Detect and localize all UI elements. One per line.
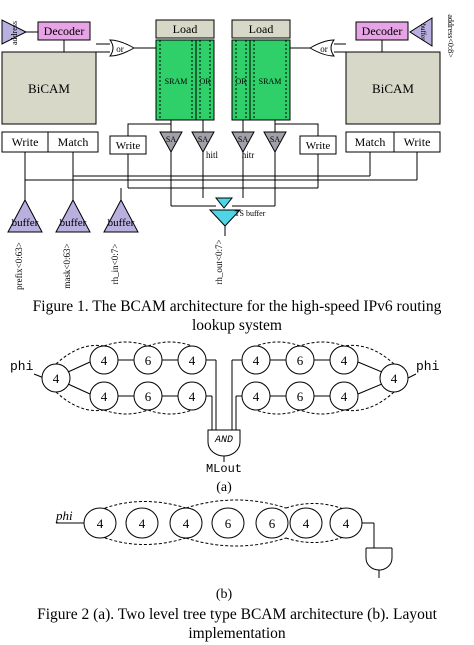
node-phi-left-label: 4: [53, 371, 60, 386]
rh-in-label: rh_in<0:7>: [110, 244, 120, 285]
node-bl-3: 4: [189, 389, 196, 404]
buffer-prefix: buffer: [7, 198, 43, 233]
match-left-label: Match: [58, 135, 89, 149]
sram-right-block: OR SRAM: [231, 39, 291, 121]
node-b-7: 4: [343, 516, 350, 531]
node-tl-2: 6: [145, 353, 152, 368]
ts-buffer-label: TS buffer: [235, 209, 266, 218]
node-b-6: 4: [303, 516, 310, 531]
node-b-4: 6: [225, 516, 232, 531]
decoder-right-label: Decoder: [362, 24, 403, 38]
node-tl-3: 4: [189, 353, 196, 368]
bicam-right: [345, 51, 441, 125]
phi-left-label: phi: [10, 359, 34, 374]
buffer-prefix-label: buffer: [12, 217, 39, 229]
sram-left-label: SRAM: [165, 77, 188, 86]
figure2-caption: Figure 2 (a). Two level tree type BCAM a…: [0, 605, 474, 643]
and-label: AND: [214, 435, 233, 446]
node-b-5: 6: [269, 516, 276, 531]
bicam-left: [1, 51, 97, 125]
rh-out-label: rh_out<0:7>: [214, 239, 224, 284]
address-left-label: address: [10, 21, 19, 45]
write-mid-right-label: Write: [306, 140, 331, 152]
address-buffer-left: address: [1, 19, 28, 45]
or-right-label: or: [320, 44, 328, 54]
figure2-caption-line2: implementation: [188, 625, 286, 642]
buffer-rh-in-label: buffer: [108, 217, 135, 229]
label-b: (b): [216, 587, 233, 602]
label-a: (a): [216, 480, 232, 495]
sram-right-label: SRAM: [259, 77, 282, 86]
hitr-label: hitr: [242, 150, 255, 160]
figure2a-diagram: phi 4 4 6 4 4 6 4 4 6 4: [10, 341, 440, 495]
write-left-label: Write: [12, 135, 39, 149]
node-b-2: 4: [139, 516, 146, 531]
and-gate: [207, 429, 241, 457]
node-bl-2: 6: [145, 389, 152, 404]
node-phi-right-label: 4: [391, 371, 398, 386]
mlout-label: MLout: [206, 462, 242, 476]
bicam-left-label: BiCAM: [28, 81, 70, 96]
or-left-label: or: [116, 44, 124, 54]
node-br-3: 4: [341, 389, 348, 404]
hitl-label: hitl: [206, 150, 219, 160]
node-br-1: 4: [253, 389, 260, 404]
gate-b: [362, 522, 393, 578]
sa-label-2: SA: [198, 135, 208, 144]
buffer-mask-label: buffer: [60, 217, 87, 229]
write-mid-left-label: Write: [116, 140, 141, 152]
sense-amps: [159, 131, 287, 154]
phi-b-label: phi: [55, 508, 73, 523]
load-right-label: Load: [249, 22, 274, 36]
load-right: [231, 19, 291, 39]
row-b-nodes: [83, 507, 363, 539]
buffer-right-label: buffer: [419, 24, 427, 42]
figure1-diagram: address Decoder Decoder buffer address<0…: [1, 14, 455, 290]
mask-label: mask<0:63>: [62, 243, 72, 288]
ts-buffer: TS buffer: [208, 197, 266, 227]
figure1-caption-line2: lookup system: [192, 317, 282, 334]
match-right-label: Match: [355, 135, 386, 149]
prefix-label: prefix<0:63>: [14, 242, 24, 290]
figure2-caption-line1: Figure 2 (a). Two level tree type BCAM a…: [37, 606, 437, 623]
load-left-label: Load: [173, 22, 198, 36]
node-tr-2: 6: [297, 353, 304, 368]
address-buffer-right: buffer: [409, 17, 433, 47]
sa-label-4: SA: [270, 135, 280, 144]
sram-left-block: SRAM OR: [155, 39, 215, 121]
sa-label-1: SA: [166, 135, 176, 144]
address-right-label: address<0:8>: [446, 14, 455, 58]
or-col-left-label: OR: [199, 77, 211, 86]
load-left: [155, 19, 215, 39]
node-b-1: 4: [97, 516, 104, 531]
bicam-right-label: BiCAM: [372, 81, 414, 96]
write-right-label: Write: [404, 135, 431, 149]
node-bl-1: 4: [101, 389, 108, 404]
figure2b-diagram: phi 4 4 4 6 6 4 4 (b): [55, 499, 393, 602]
node-b-3: 4: [183, 516, 190, 531]
buffer-mask: buffer: [55, 198, 91, 233]
or-col-right-label: OR: [235, 77, 247, 86]
figure1-caption: Figure 1. The BCAM architecture for the …: [0, 297, 474, 335]
node-tl-1: 4: [101, 353, 108, 368]
node-tr-3: 4: [341, 353, 348, 368]
figure1-caption-line1: Figure 1. The BCAM architecture for the …: [32, 298, 442, 315]
or-gate-right: or: [308, 39, 335, 57]
or-gate-left: or: [109, 39, 136, 57]
decoder-left-label: Decoder: [44, 24, 85, 38]
node-br-2: 6: [297, 389, 304, 404]
phi-right-label: phi: [416, 359, 440, 374]
buffer-rh-in: buffer: [103, 198, 139, 233]
node-tr-1: 4: [253, 353, 260, 368]
sa-label-3: SA: [238, 135, 248, 144]
row-bottom-right: [241, 381, 359, 411]
